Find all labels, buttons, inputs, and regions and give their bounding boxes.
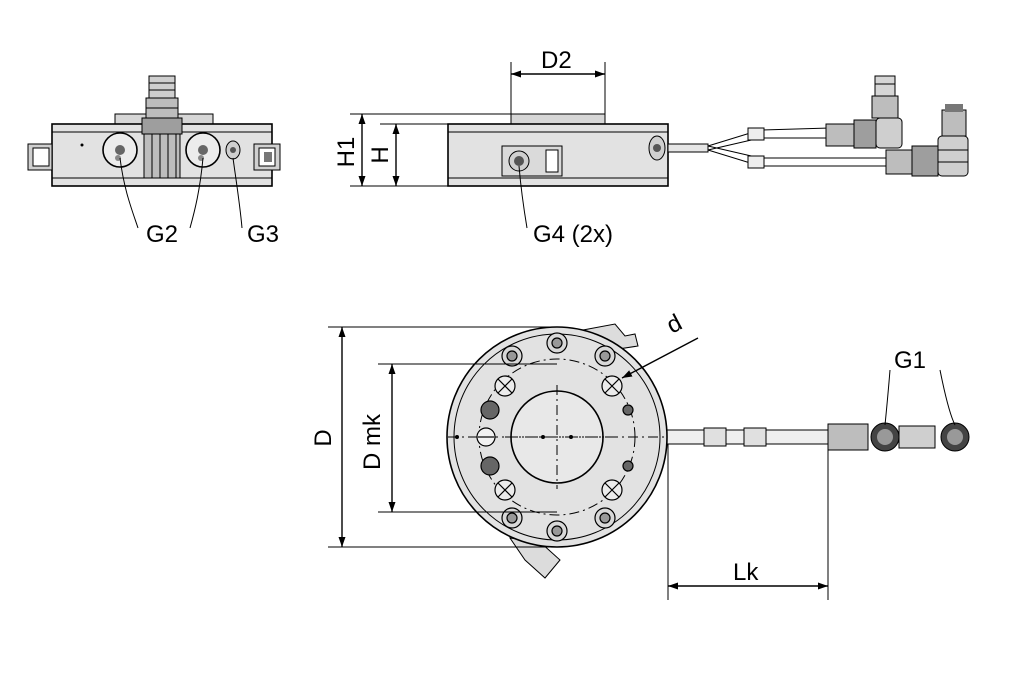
label-h: H bbox=[367, 146, 394, 163]
leader-g2-a bbox=[119, 157, 139, 229]
middle-cables bbox=[667, 75, 969, 177]
middle-sensor-g4 bbox=[501, 145, 563, 177]
middle-side-view: D2 H1 H G4 (2x) bbox=[333, 47, 969, 248]
leader-g1-b bbox=[939, 369, 956, 426]
leader-g4 bbox=[518, 165, 528, 229]
label-g2: G2 bbox=[146, 221, 178, 248]
left-connector bbox=[141, 75, 183, 179]
label-h1: H1 bbox=[333, 137, 360, 168]
middle-top-plate bbox=[510, 113, 606, 125]
left-port-g3 bbox=[225, 140, 241, 160]
small-d-leader bbox=[621, 337, 699, 379]
label-small-d: d bbox=[662, 309, 686, 339]
top-pin-holes bbox=[494, 375, 623, 501]
label-dmk: D mk bbox=[359, 413, 386, 470]
label-g1: G1 bbox=[894, 347, 926, 374]
top-view: D D mk d Lk G1 bbox=[310, 309, 970, 600]
label-lk: Lk bbox=[733, 559, 759, 586]
leader-g1-a bbox=[884, 369, 891, 426]
label-d2: D2 bbox=[541, 47, 572, 74]
top-connector-g1 bbox=[827, 422, 970, 452]
left-clip-right bbox=[253, 143, 281, 171]
label-g3: G3 bbox=[247, 221, 279, 248]
leader-g2-b bbox=[189, 157, 204, 229]
label-g4: G4 (2x) bbox=[533, 221, 613, 248]
left-port-g2-a bbox=[102, 132, 138, 168]
left-clip-left bbox=[27, 143, 53, 171]
leader-g3 bbox=[232, 157, 243, 229]
top-side-ports bbox=[476, 400, 634, 476]
top-bolt-holes bbox=[501, 332, 616, 542]
left-side-view: G2 G3 bbox=[27, 75, 281, 248]
label-d: D bbox=[310, 429, 337, 446]
